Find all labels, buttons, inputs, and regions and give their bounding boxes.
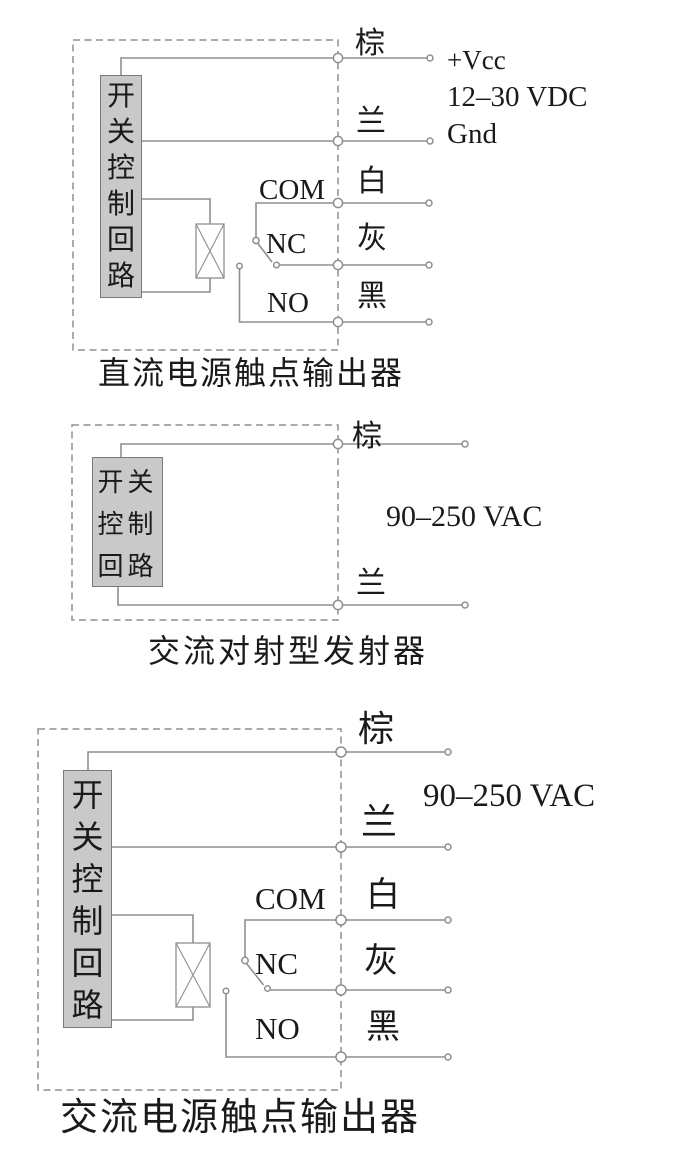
diagram3-linework <box>37 728 452 1091</box>
diagram3-com-wire <box>244 919 341 957</box>
diagram3-contact-label-nc: NC <box>255 946 299 981</box>
diagram3-voltage-range-label: 90–250 VAC <box>423 778 596 814</box>
diagram1-no-wire <box>238 269 338 323</box>
diagram2-dashed-enclosure <box>71 424 339 621</box>
diagram1-contact-label-nc: NC <box>266 228 307 260</box>
diagram1-terminals <box>332 52 344 328</box>
diagram3-control-box: 开关控制回路 <box>63 770 112 1028</box>
diagram1-no-contact <box>235 262 244 270</box>
diagram1-com-wire <box>255 202 338 237</box>
diagram1-wire-label-brown: 棕 <box>355 27 385 60</box>
diagram3-switch-pivot <box>241 956 249 965</box>
diagram1-wire-label-white: 白 <box>357 165 387 198</box>
diagram1-dashed-enclosure <box>72 39 339 351</box>
diagram3-wire-label-white: 白 <box>366 877 400 914</box>
diagram1-wire-label-gray: 灰 <box>357 222 387 255</box>
diagram1-linework <box>72 39 434 351</box>
diagram2-terminal <box>332 599 344 611</box>
diagram1-nc-contact <box>272 261 281 269</box>
diagram1-coil-feed-bottom <box>142 278 211 293</box>
diagram3-wire-label-gray: 灰 <box>364 943 398 980</box>
diagram1-vcc-label: +Vcc <box>447 45 506 75</box>
diagram3-switch-arm <box>245 963 265 986</box>
diagram1-caption: 直流电源触点输出器 <box>98 355 405 391</box>
diagram3-wire-ends <box>444 748 452 1061</box>
diagram1-gnd-label: Gnd <box>447 118 497 150</box>
diagram1-coil-feed-top <box>142 198 211 224</box>
diagram2-control-box: 开关控制回路 <box>92 457 163 587</box>
diagram1-switch-arm <box>256 242 273 263</box>
diagram3-contact-label-no: NO <box>255 1011 300 1046</box>
diagram1-control-box: 开关控制回路 <box>100 75 142 298</box>
diagram1-voltage-range-label: 12–30 VDC <box>447 81 588 113</box>
diagram3-terminals <box>335 746 347 1063</box>
diagram2-blue-wire <box>117 587 338 606</box>
diagram2-voltage-range-label: 90–250 VAC <box>386 500 543 533</box>
diagram2-wire-label-blue: 兰 <box>356 567 386 600</box>
diagram2-brown-wire <box>120 443 338 457</box>
diagram3-nc-contact <box>263 984 272 993</box>
diagram1-wire-ends <box>425 54 434 326</box>
diagram1-contact-label-no: NO <box>267 287 309 319</box>
diagram3-wire-label-black: 黑 <box>366 1009 400 1046</box>
diagram3-brown-wire <box>87 751 341 770</box>
diagram3-wire-label-blue: 兰 <box>361 802 398 842</box>
diagram3-no-wire <box>225 994 341 1058</box>
diagram3-coil-feed-top <box>112 914 194 943</box>
diagram3-coil-feed-bottom <box>112 1007 194 1021</box>
diagram1-wire-label-black: 黑 <box>357 280 387 313</box>
diagram3-dashed-enclosure <box>37 728 342 1091</box>
diagram3-wire-label-brown: 棕 <box>358 709 395 749</box>
diagram3-no-contact <box>222 987 230 995</box>
diagram1-contact-label-com: COM <box>259 174 326 206</box>
diagram2-wire-label-brown: 棕 <box>352 420 382 453</box>
diagram1-brown-wire <box>120 57 338 75</box>
diagram2-caption: 交流对射型发射器 <box>148 633 429 669</box>
diagram1-switch-pivot <box>252 236 260 245</box>
diagram3-contact-label-com: COM <box>255 881 326 916</box>
diagram3-caption: 交流电源触点输出器 <box>60 1097 421 1139</box>
diagram2-linework <box>71 424 469 621</box>
diagram2-terminal <box>332 438 344 450</box>
diagram1-wire-label-blue: 兰 <box>356 105 386 138</box>
